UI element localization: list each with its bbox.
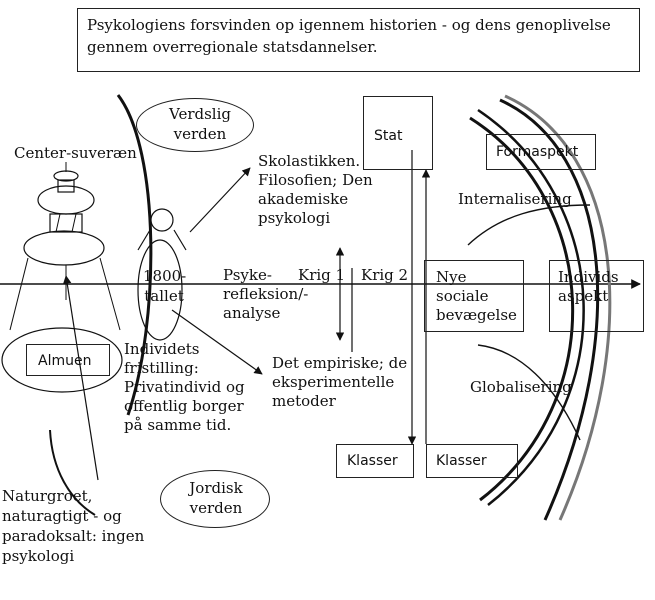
formaspekt-label: Formaspekt bbox=[496, 144, 579, 160]
klasser1-label: Klasser bbox=[347, 453, 398, 469]
naturgroet-arrow bbox=[63, 275, 99, 481]
skolastikken-label: Skolastikken. Filosofien; Den akademiske… bbox=[258, 152, 373, 227]
internalisering-label: Internalisering bbox=[458, 190, 572, 208]
verdslig-label: Verdslig verden bbox=[169, 105, 231, 143]
individets-label: Individets fristilling: Privatindivid og… bbox=[124, 340, 245, 434]
empiriske-label: Det empiriske; de eksperimentelle metode… bbox=[272, 354, 408, 410]
right-curve-4 bbox=[477, 108, 585, 506]
right-curve-1 bbox=[499, 98, 600, 521]
person-figure bbox=[137, 208, 187, 341]
individ-aspekt-label: Individs aspekt bbox=[558, 268, 619, 305]
globalisering-label: Globalisering bbox=[470, 378, 572, 396]
klasser2-box bbox=[426, 444, 518, 478]
almuen-label: Almuen bbox=[38, 353, 92, 369]
formaspekt-box bbox=[486, 134, 596, 170]
center-figure bbox=[9, 162, 121, 331]
almuen-box bbox=[26, 344, 110, 376]
nye-sociale-label: Nye sociale bevægelse bbox=[436, 268, 517, 324]
title-box bbox=[77, 8, 640, 72]
jordisk-label: Jordisk verden bbox=[189, 479, 243, 517]
klasser1-box bbox=[336, 444, 414, 478]
arrow-to-empiriske bbox=[171, 309, 263, 375]
klasser2-label: Klasser bbox=[436, 453, 487, 469]
jordisk-ellipse bbox=[160, 470, 270, 528]
stat-label: Stat bbox=[374, 128, 403, 144]
internal-arc bbox=[467, 204, 591, 246]
stat-box bbox=[363, 96, 433, 170]
left-lower-arc bbox=[49, 429, 96, 516]
naturgroet-label: Naturgroet, naturagtigt - og paradoksalt… bbox=[2, 487, 145, 565]
psyke-label: Psyke-refleksion/-analyse bbox=[223, 266, 309, 322]
individ-aspekt-box bbox=[549, 260, 644, 332]
verdslig-ellipse bbox=[136, 98, 254, 152]
left-arc bbox=[116, 94, 153, 416]
nye-sociale-box bbox=[424, 260, 524, 332]
arrow-to-skolastik bbox=[189, 167, 251, 233]
center-suveraen-label: Center-suveræn bbox=[14, 144, 137, 162]
almuen-ellipse bbox=[1, 327, 123, 393]
krig2-label: Krig 2 bbox=[361, 266, 409, 284]
title-text: Psykologiens forsvinden op igennem histo… bbox=[87, 16, 611, 56]
global-arc bbox=[477, 344, 581, 441]
year-1800-label: 1800-tallet bbox=[143, 267, 187, 305]
krig1-label: Krig 1 bbox=[298, 266, 346, 284]
right-curve-3 bbox=[469, 116, 575, 502]
